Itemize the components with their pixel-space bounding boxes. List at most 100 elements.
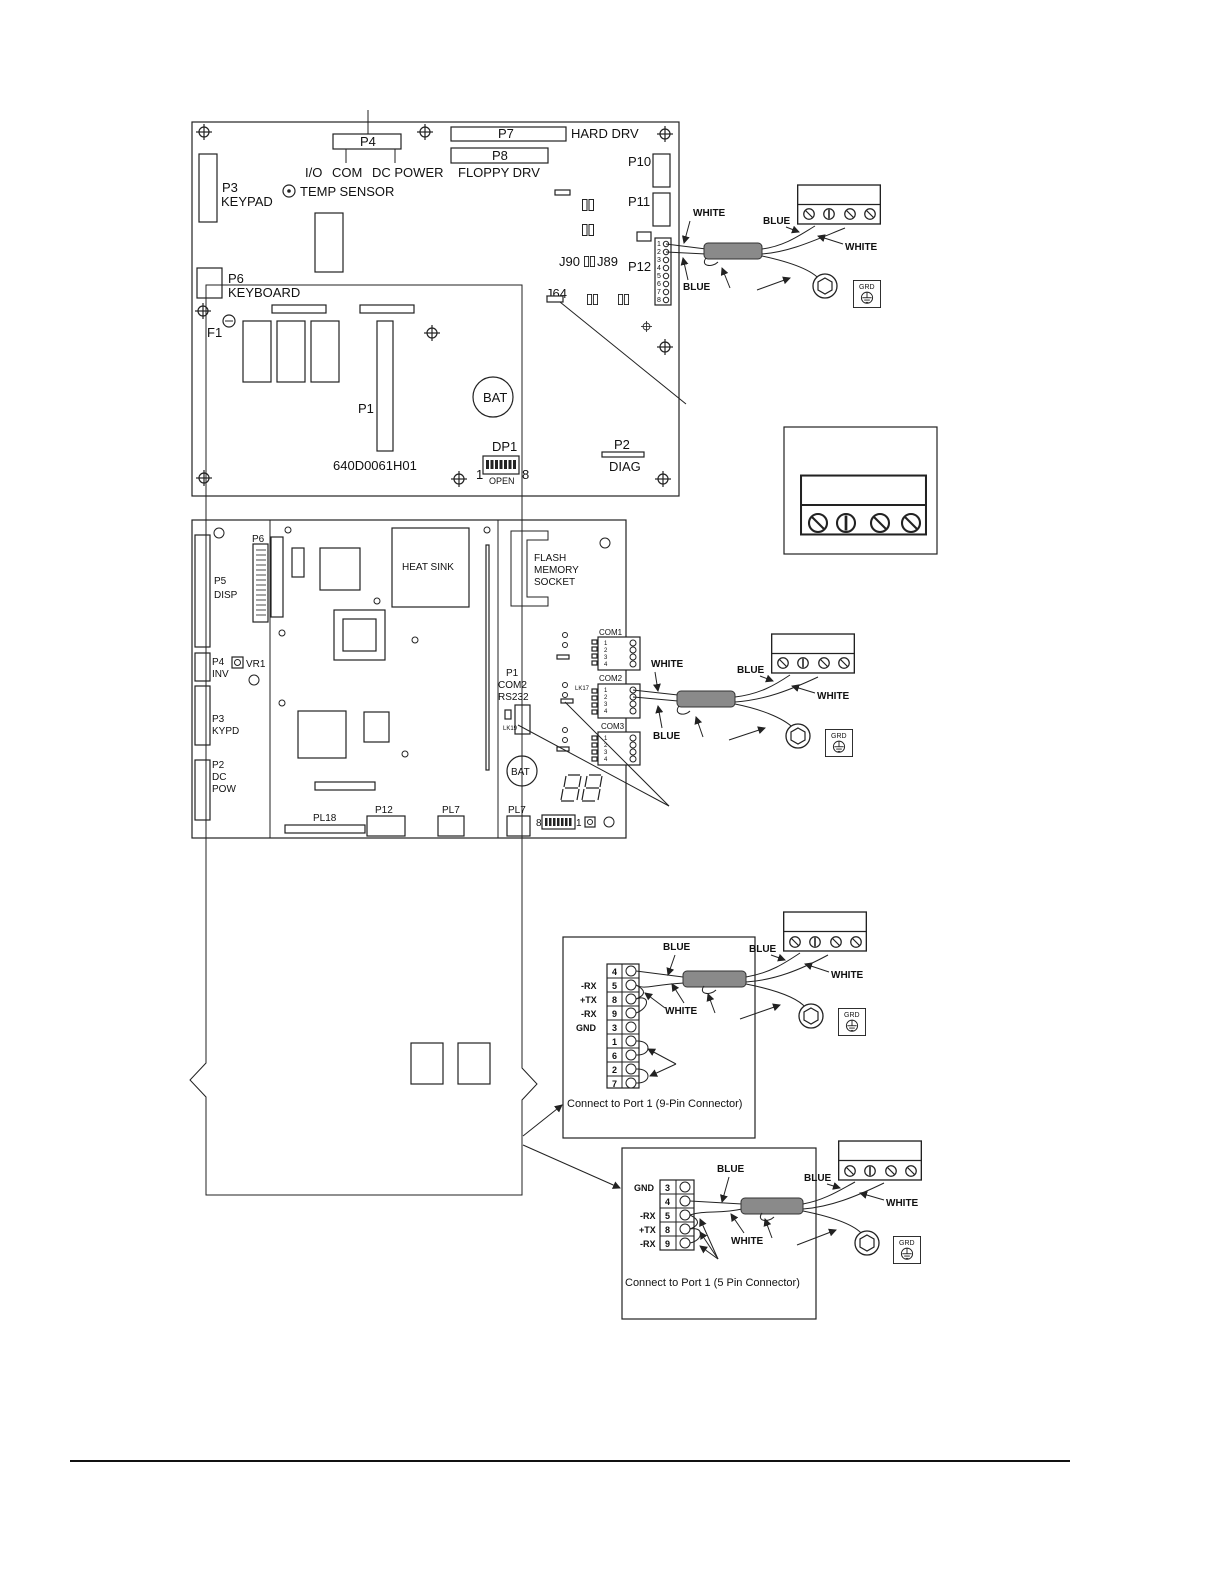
disp-label: DISP bbox=[214, 590, 238, 601]
svg-text:2: 2 bbox=[604, 743, 608, 749]
svg-text:1: 1 bbox=[604, 688, 608, 694]
connector bbox=[270, 536, 284, 618]
ic-chip bbox=[276, 320, 306, 383]
screw-terminal-icon bbox=[905, 1165, 917, 1177]
jumper bbox=[554, 189, 571, 196]
blue-label: BLUE bbox=[749, 944, 777, 955]
white-label: WHITE bbox=[886, 1198, 919, 1209]
com3-label: COM3 bbox=[601, 722, 625, 731]
white-label: WHITE bbox=[665, 1006, 698, 1017]
svg-text:8: 8 bbox=[612, 995, 617, 1005]
lk19-jumper bbox=[504, 709, 512, 720]
svg-text:5: 5 bbox=[612, 981, 617, 991]
ic-chip bbox=[310, 320, 340, 383]
ground-nut-icon bbox=[812, 273, 838, 299]
dp1-label: DP1 bbox=[492, 439, 517, 454]
screw-terminal-icon bbox=[850, 936, 862, 948]
screw-terminal-icon bbox=[796, 656, 810, 670]
screw-terminal-icon bbox=[869, 512, 891, 534]
svg-text:7: 7 bbox=[657, 289, 661, 296]
svg-text:3: 3 bbox=[665, 1183, 670, 1193]
svg-text:3: 3 bbox=[604, 655, 608, 661]
port-5pin-panel: 3 4 5 8 9 GND -RX +TX -RX Connect to Por… bbox=[621, 1147, 837, 1320]
blue-label: BLUE bbox=[683, 282, 711, 293]
p3-connector bbox=[194, 685, 211, 746]
svg-text:2: 2 bbox=[657, 249, 661, 256]
svg-text:+TX: +TX bbox=[639, 1225, 656, 1235]
dp1-end: 8 bbox=[522, 467, 529, 482]
heat-sink bbox=[391, 527, 470, 608]
p3-label: P3 bbox=[212, 714, 225, 725]
p5-label: P5 bbox=[214, 576, 227, 587]
white-label: WHITE bbox=[817, 691, 850, 702]
j64-jumper bbox=[546, 295, 564, 303]
jumper bbox=[556, 654, 570, 660]
svg-text:GND: GND bbox=[634, 1183, 655, 1193]
blue-label: BLUE bbox=[663, 942, 691, 953]
pl18-connector bbox=[284, 824, 366, 834]
p4-label: P4 bbox=[212, 657, 225, 668]
port-5pin-rows bbox=[660, 1180, 694, 1250]
p1-label: P1 bbox=[506, 668, 519, 679]
p1-label: P1 bbox=[358, 401, 374, 416]
vr1-label: VR1 bbox=[246, 659, 266, 670]
p10-connector bbox=[652, 153, 671, 188]
p2-label: P2 bbox=[614, 437, 630, 452]
ic-chip bbox=[242, 320, 272, 383]
p6-connector bbox=[196, 267, 223, 299]
port-9pin-panel: 4 5 8 9 3 1 6 2 7 -RX +TX -RX GND bbox=[562, 936, 781, 1139]
floppy-drv-label: FLOPPY DRV bbox=[458, 165, 540, 180]
keyboard-label: KEYBOARD bbox=[228, 285, 300, 300]
flash-label-3: SOCKET bbox=[534, 577, 575, 588]
screw-terminal-icon bbox=[789, 936, 801, 948]
ground-nut-icon bbox=[798, 1003, 824, 1029]
leader-to-5pin bbox=[522, 1144, 621, 1189]
dip-left-label: 8 bbox=[536, 818, 542, 829]
port-5pin-frame bbox=[621, 1147, 817, 1320]
p10-label: P10 bbox=[628, 154, 651, 169]
lk17-jumper bbox=[560, 698, 574, 704]
port-5pin-signal-names: GND -RX +TX -RX bbox=[634, 1183, 656, 1249]
svg-text:4: 4 bbox=[604, 709, 608, 715]
port-5pin-pin-labels: 3 4 5 8 9 bbox=[665, 1183, 670, 1249]
port-9pin-caption: Connect to Port 1 (9-Pin Connector) bbox=[567, 1098, 742, 1110]
p11-connector bbox=[652, 192, 671, 227]
svg-text:1: 1 bbox=[612, 1037, 617, 1047]
p4-connector bbox=[332, 133, 402, 150]
svg-text:9: 9 bbox=[612, 1009, 617, 1019]
screw-terminal-icon bbox=[822, 207, 836, 221]
svg-text:3: 3 bbox=[604, 750, 608, 756]
connector bbox=[359, 304, 415, 314]
open-label: OPEN bbox=[489, 476, 515, 486]
page-footer-rule bbox=[70, 1460, 1070, 1462]
connector bbox=[291, 547, 305, 578]
board-3-outline bbox=[189, 284, 621, 1196]
lk19-leader bbox=[517, 724, 670, 807]
slot bbox=[485, 544, 490, 771]
svg-text:3: 3 bbox=[612, 1023, 617, 1033]
dc-power-label: DC POWER bbox=[372, 165, 444, 180]
p6-label: P6 bbox=[228, 271, 244, 286]
shielded-cable bbox=[676, 690, 736, 708]
temp-sensor-label: TEMP SENSOR bbox=[300, 184, 394, 199]
battery-icon bbox=[472, 376, 514, 418]
shielded-cable bbox=[682, 970, 747, 988]
p4-connector bbox=[194, 652, 211, 682]
pl18-label: PL18 bbox=[313, 813, 337, 824]
white-label: WHITE bbox=[693, 208, 726, 219]
com1-jumpers bbox=[591, 639, 598, 666]
f1-label: F1 bbox=[207, 325, 222, 340]
blue-label: BLUE bbox=[804, 1173, 832, 1184]
wiring-4: GRD BLUE WHITE bbox=[740, 1140, 922, 1264]
svg-text:5: 5 bbox=[657, 273, 661, 280]
screw-terminal-icon bbox=[777, 657, 789, 669]
pl7-label: PL7 bbox=[442, 805, 460, 816]
ground-nut-icon bbox=[854, 1230, 880, 1256]
hard-drv-label: HARD DRV bbox=[571, 126, 639, 141]
pl7-connector bbox=[506, 815, 531, 837]
screw-terminal-icon bbox=[844, 208, 856, 220]
shielded-cable bbox=[740, 1197, 804, 1215]
svg-text:-RX: -RX bbox=[581, 1009, 597, 1019]
port-9pin-rows bbox=[607, 964, 639, 1088]
